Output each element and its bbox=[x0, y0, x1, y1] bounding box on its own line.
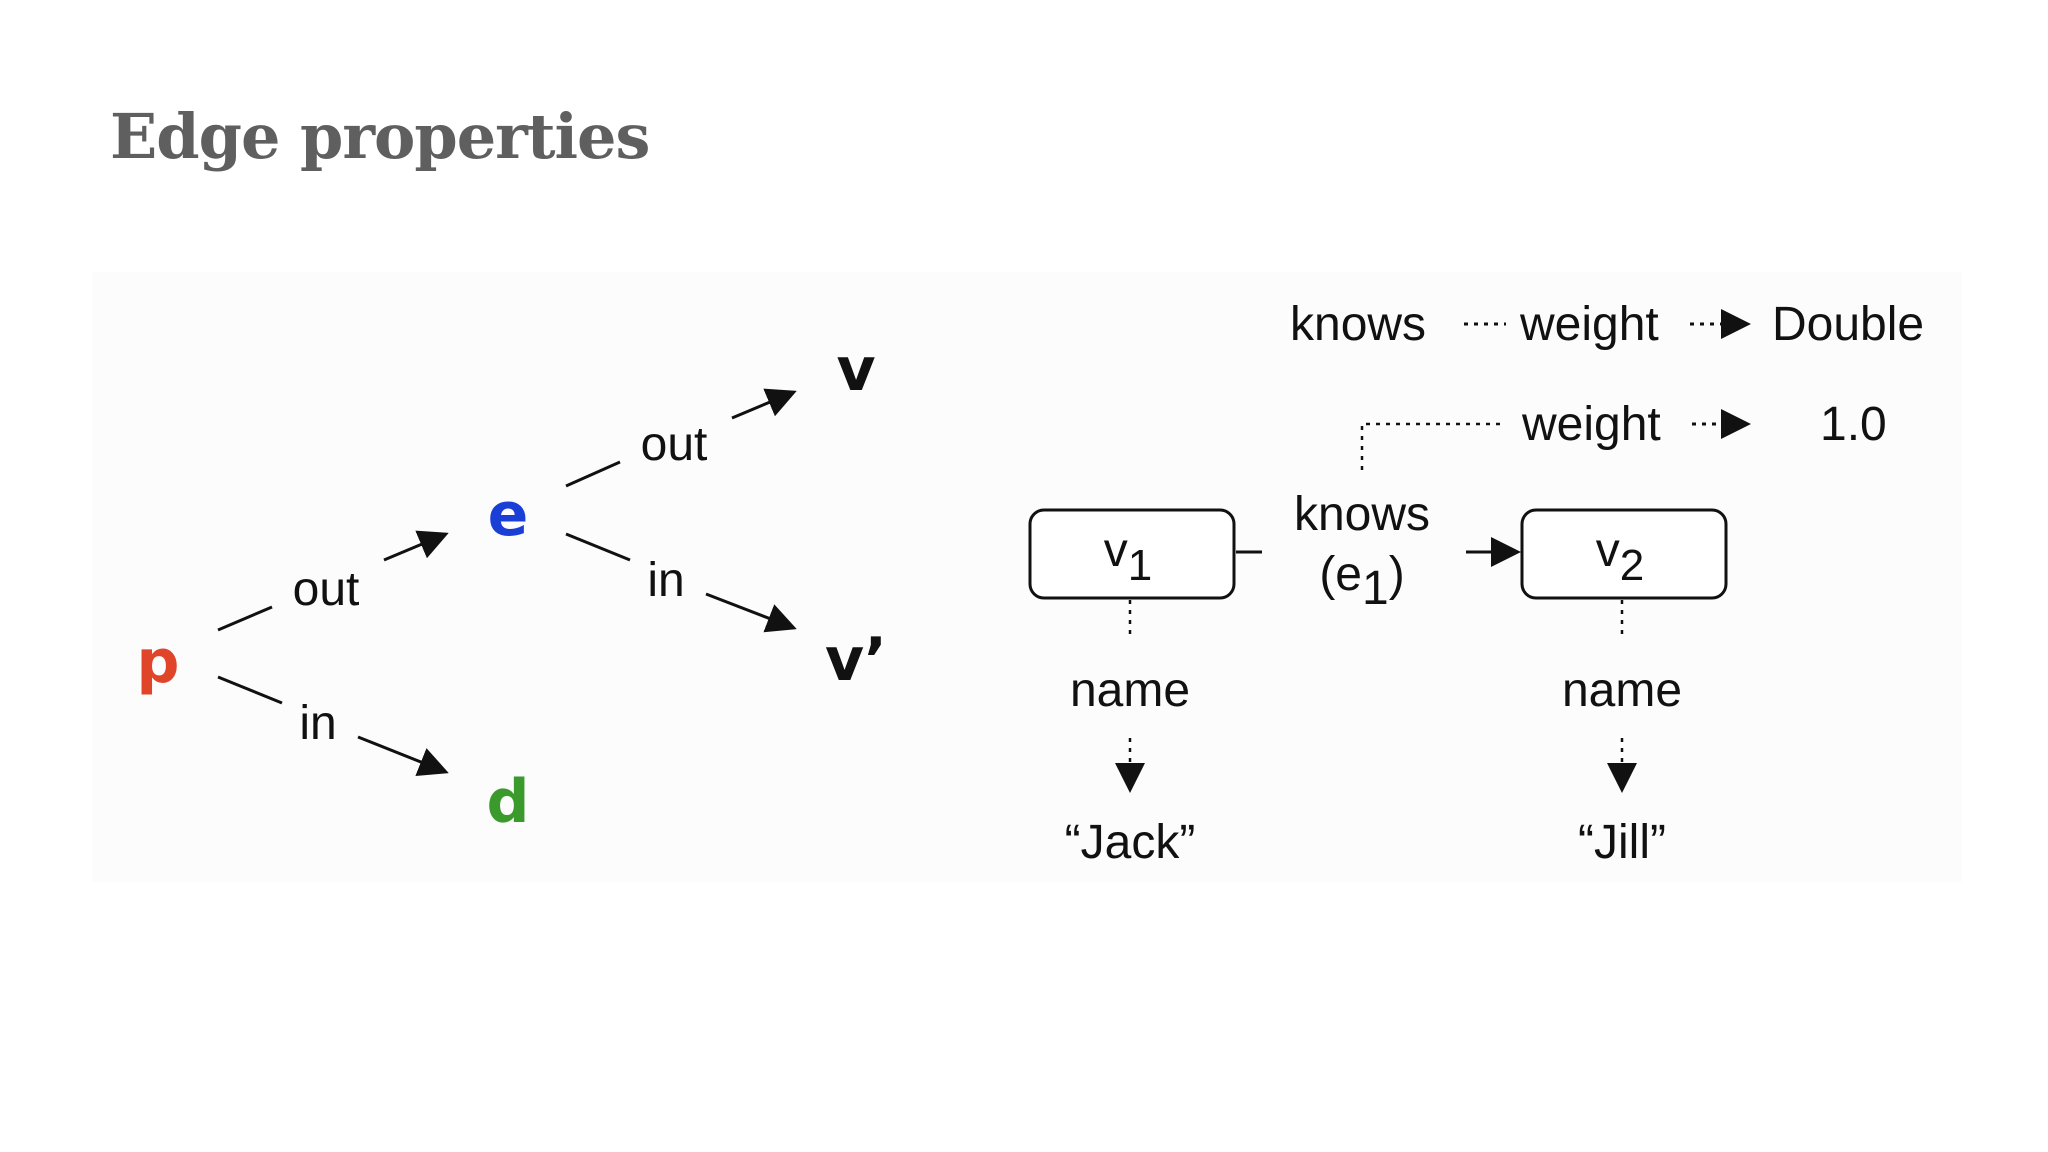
vertex-label: v2 bbox=[1596, 524, 1644, 590]
vertex-property-value: “Jill” bbox=[1578, 816, 1666, 869]
edge-e-v: out bbox=[565, 388, 797, 488]
schema-edge-label: knows bbox=[1290, 298, 1426, 351]
instance-property-row: weight 1.0 bbox=[1360, 398, 1887, 470]
vertex-property-key: name bbox=[1070, 664, 1190, 717]
node-d: d bbox=[487, 767, 530, 837]
node-p: p bbox=[137, 627, 180, 697]
edge-label-in: in bbox=[647, 554, 684, 607]
edge-label: knows bbox=[1294, 488, 1430, 541]
node-e: e bbox=[488, 480, 529, 550]
schema-data-type: Double bbox=[1772, 298, 1924, 351]
edge-p-d: in bbox=[217, 675, 449, 776]
vertex-property-key: name bbox=[1562, 664, 1682, 717]
edge-p-e: out bbox=[217, 530, 449, 632]
edge-knows: knows (e1) bbox=[1236, 488, 1521, 615]
property-graph: knows weight Double weight 1.0 v1 name “… bbox=[1028, 298, 1924, 869]
node-v: v bbox=[836, 335, 875, 405]
vertex-v2: v2 name “Jill” bbox=[1520, 508, 1728, 869]
vertex-v1: v1 name “Jack” bbox=[1028, 508, 1236, 869]
node-v-prime: v’ bbox=[825, 625, 887, 695]
instance-property-value: 1.0 bbox=[1820, 398, 1887, 451]
edge-label-out: out bbox=[293, 563, 360, 616]
vertex-label: v1 bbox=[1104, 524, 1152, 590]
instance-property-key: weight bbox=[1521, 398, 1661, 451]
edge-label-out: out bbox=[641, 418, 708, 471]
edge-e-v-prime: in bbox=[565, 532, 797, 633]
edge-id: (e1) bbox=[1319, 548, 1404, 615]
schema-row: knows weight Double bbox=[1290, 298, 1924, 351]
vertex-property-value: “Jack” bbox=[1065, 816, 1196, 869]
vertex-box bbox=[1520, 508, 1728, 600]
traversal-tree: p e d v v’ out in out in bbox=[137, 335, 887, 837]
vertex-box bbox=[1028, 508, 1236, 600]
page-title: Edge properties bbox=[110, 100, 650, 173]
edge-label-in: in bbox=[299, 697, 336, 750]
schema-property-key: weight bbox=[1519, 298, 1659, 351]
